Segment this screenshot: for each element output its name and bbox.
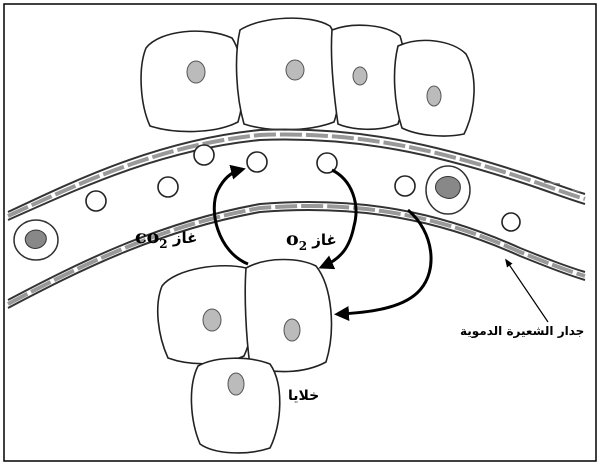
o2-label: غاز o2 xyxy=(286,228,337,253)
co2-label: غاز co2 xyxy=(135,226,197,251)
co2-arrow xyxy=(212,164,249,266)
top-cell-nuclei xyxy=(186,59,442,107)
capillary-wall-pointer-arrow xyxy=(505,258,549,323)
co2-formula: co2 xyxy=(135,226,168,251)
cell-nucleus xyxy=(285,59,305,81)
cell-nucleus xyxy=(283,318,301,342)
scratch-mark xyxy=(543,181,581,193)
o2-formula: o2 xyxy=(286,228,308,253)
o2-to-cell-arrow xyxy=(334,208,433,322)
cell-nucleus xyxy=(202,308,222,332)
cells-label: خلايا xyxy=(288,388,320,404)
white-blood-cell-nucleus xyxy=(24,229,47,249)
red-blood-cell xyxy=(246,151,268,173)
tissue-cell xyxy=(190,357,281,454)
bottom-tissue-cells xyxy=(156,258,333,454)
cell-nucleus xyxy=(227,372,245,396)
capillary-wall-outer xyxy=(7,128,586,221)
co2-gas-word: غاز xyxy=(172,229,198,247)
cell-nucleus xyxy=(352,66,368,86)
o2-gas-word: غاز xyxy=(312,231,337,249)
red-blood-cell xyxy=(193,144,215,166)
tissue-cell xyxy=(244,258,333,373)
cell-nucleus xyxy=(426,85,442,107)
white-blood-cell-nucleus xyxy=(435,176,461,199)
red-blood-cell xyxy=(501,212,521,232)
capillary-wall-label: جدار الشعيرة الدموية xyxy=(460,324,585,338)
red-blood-cell xyxy=(157,176,179,198)
red-blood-cells xyxy=(85,144,521,232)
red-blood-cell xyxy=(85,190,107,212)
bottom-cell-nuclei xyxy=(202,308,301,396)
red-blood-cell xyxy=(316,152,338,174)
red-blood-cell xyxy=(394,175,416,197)
cell-nucleus xyxy=(186,60,206,84)
tissue-cell xyxy=(330,24,406,131)
o2-arrow xyxy=(318,168,358,270)
capillary-wall-inner xyxy=(7,200,586,309)
figure-frame xyxy=(3,3,597,462)
